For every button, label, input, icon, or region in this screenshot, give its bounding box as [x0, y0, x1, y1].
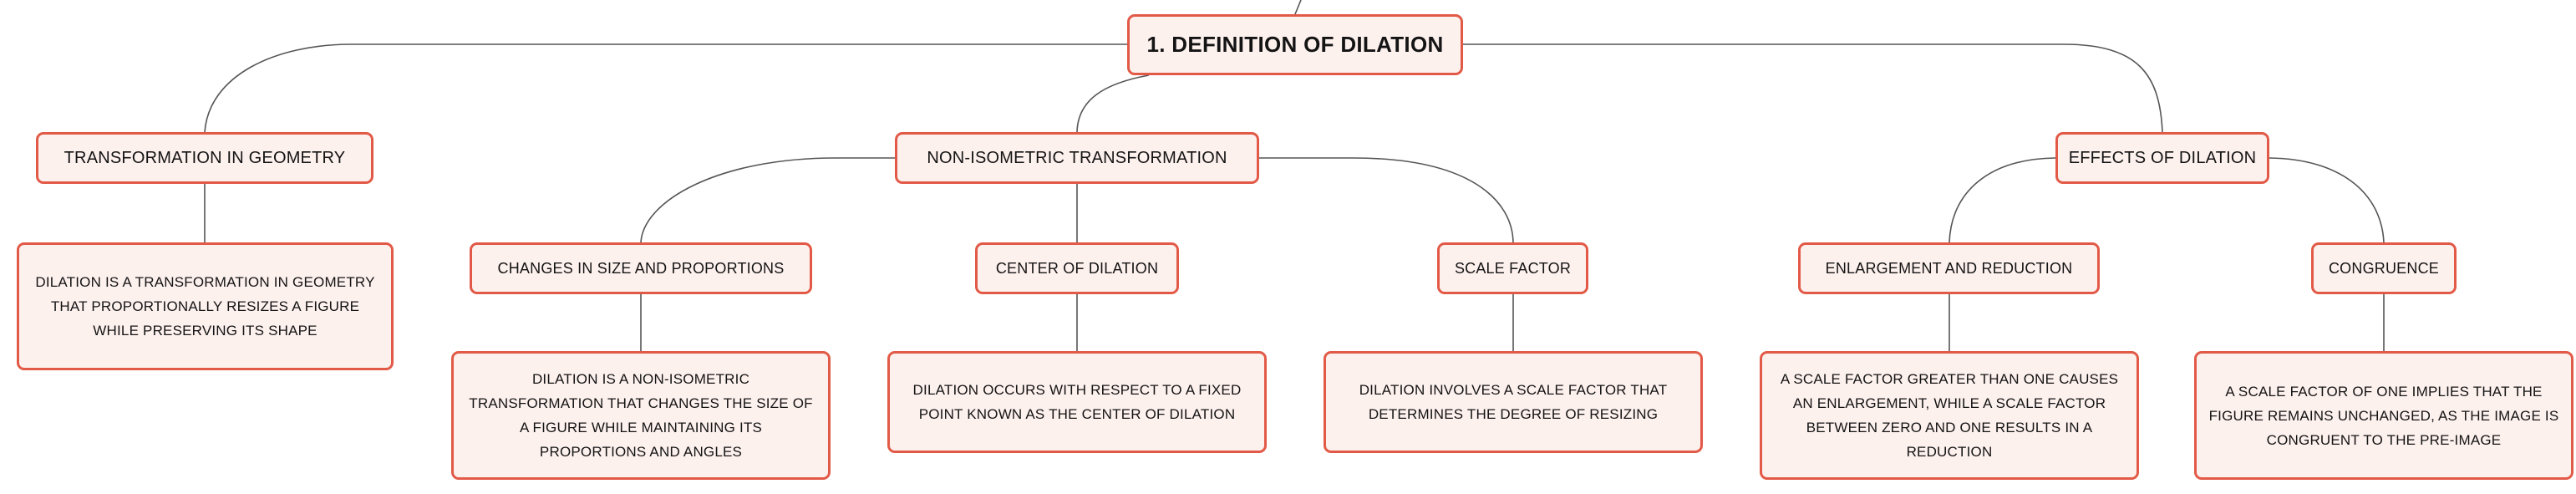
leaf-text: DILATION OCCURS WITH RESPECT TO A FIXED …	[912, 382, 1242, 422]
root-node[interactable]: 1. DEFINITION OF DILATION	[1127, 14, 1463, 75]
leaf-text: DILATION INVOLVES A SCALE FACTOR THAT DE…	[1359, 382, 1668, 422]
connector-root-effects	[1463, 43, 2163, 133]
node-label: CHANGES IN SIZE AND PROPORTIONS	[497, 259, 785, 277]
node-label: TRANSFORMATION IN GEOMETRY	[64, 148, 346, 167]
connector-noniso-scale	[1259, 157, 1514, 243]
leaf-transformation-in-geometry[interactable]: DILATION IS A TRANSFORMATION IN GEOMETRY…	[17, 242, 394, 370]
node-changes-in-size-and-proportions[interactable]: CHANGES IN SIZE AND PROPORTIONS	[470, 242, 812, 294]
leaf-text: DILATION IS A TRANSFORMATION IN GEOMETRY…	[35, 274, 375, 339]
node-label: EFFECTS OF DILATION	[2068, 148, 2257, 167]
node-label: SCALE FACTOR	[1454, 259, 1572, 277]
leaf-text: A SCALE FACTOR OF ONE IMPLIES THAT THE F…	[2208, 383, 2559, 448]
leaf-text: DILATION IS A NON-ISOMETRIC TRANSFORMATI…	[469, 371, 813, 460]
node-congruence[interactable]: CONGRUENCE	[2311, 242, 2457, 294]
node-effects-of-dilation[interactable]: EFFECTS OF DILATION	[2055, 132, 2269, 184]
node-label: CENTER OF DILATION	[995, 259, 1159, 277]
node-transformation-in-geometry[interactable]: TRANSFORMATION IN GEOMETRY	[36, 132, 373, 184]
node-enlargement-and-reduction[interactable]: ENLARGEMENT AND REDUCTION	[1798, 242, 2100, 294]
leaf-scale-factor[interactable]: DILATION INVOLVES A SCALE FACTOR THAT DE…	[1324, 351, 1703, 453]
connector-root-non-isometric	[1076, 74, 1150, 133]
node-label: NON-ISOMETRIC TRANSFORMATION	[927, 148, 1227, 167]
leaf-changes-in-size[interactable]: DILATION IS A NON-ISOMETRIC TRANSFORMATI…	[451, 351, 831, 480]
leaf-enlargement-and-reduction[interactable]: A SCALE FACTOR GREATER THAN ONE CAUSES A…	[1760, 351, 2139, 480]
root-node-label: 1. DEFINITION OF DILATION	[1146, 32, 1444, 57]
leaf-text: A SCALE FACTOR GREATER THAN ONE CAUSES A…	[1780, 371, 2119, 460]
connector-effects-congruence	[2269, 157, 2385, 243]
node-center-of-dilation[interactable]: CENTER OF DILATION	[975, 242, 1179, 294]
node-label: CONGRUENCE	[2328, 259, 2439, 277]
connector-noniso-changes	[640, 157, 895, 243]
node-label: ENLARGEMENT AND REDUCTION	[1825, 259, 2073, 277]
connector-effects-enlargement	[1949, 157, 2056, 243]
connector-root-parent	[1294, 0, 1302, 15]
node-scale-factor[interactable]: SCALE FACTOR	[1437, 242, 1588, 294]
connector-root-transformation	[204, 43, 1127, 133]
node-non-isometric-transformation[interactable]: NON-ISOMETRIC TRANSFORMATION	[895, 132, 1259, 184]
leaf-congruence[interactable]: A SCALE FACTOR OF ONE IMPLIES THAT THE F…	[2194, 351, 2573, 480]
leaf-center-of-dilation[interactable]: DILATION OCCURS WITH RESPECT TO A FIXED …	[887, 351, 1267, 453]
